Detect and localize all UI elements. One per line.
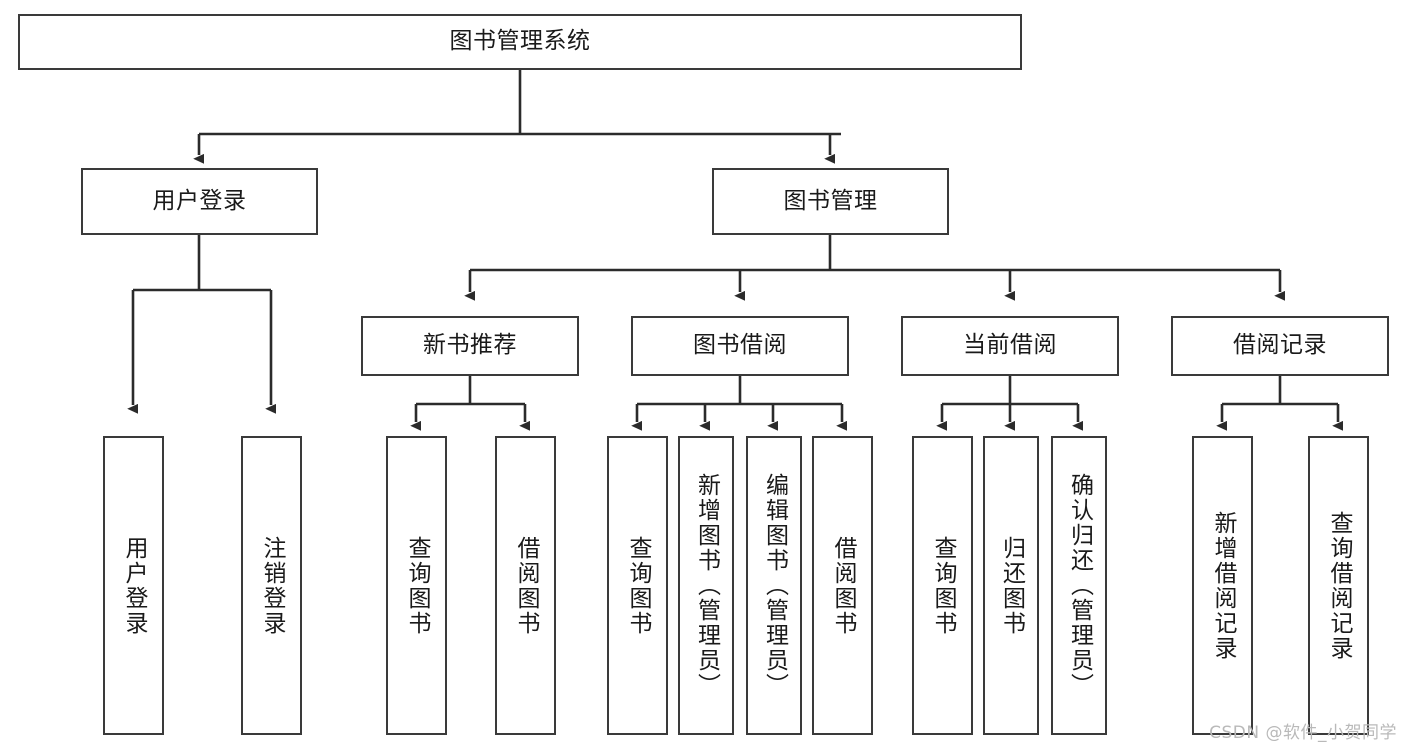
node-label: 借阅图书 bbox=[830, 535, 857, 636]
leaf-user-login-logout[interactable]: 注销登录 bbox=[241, 436, 302, 735]
node-label: 用户登录 bbox=[121, 535, 148, 636]
node-label: 图书管理 bbox=[783, 187, 878, 214]
leaf-book-borrow-query[interactable]: 查询图书 bbox=[607, 436, 668, 735]
node-label: 用户登录 bbox=[152, 187, 247, 214]
leaf-new-book-query[interactable]: 查询图书 bbox=[386, 436, 447, 735]
node-label: 查询图书 bbox=[930, 535, 957, 636]
leaf-current-borrow-return[interactable]: 归还图书 bbox=[983, 436, 1039, 735]
leaf-book-borrow-borrow[interactable]: 借阅图书 bbox=[812, 436, 873, 735]
node-label: 借阅图书 bbox=[513, 535, 540, 636]
node-root-book-management-system[interactable]: 图书管理系统 bbox=[18, 14, 1022, 70]
leaf-user-login-login[interactable]: 用户登录 bbox=[103, 436, 164, 735]
leaf-new-book-borrow[interactable]: 借阅图书 bbox=[495, 436, 556, 735]
leaf-borrow-record-add[interactable]: 新增借阅记录 bbox=[1192, 436, 1253, 735]
leaf-book-borrow-edit-admin[interactable]: 编辑图书（管理员） bbox=[746, 436, 802, 735]
node-book-borrow[interactable]: 图书借阅 bbox=[631, 316, 849, 376]
node-label: 查询图书 bbox=[404, 535, 431, 636]
node-label: 编辑图书（管理员） bbox=[761, 473, 788, 698]
node-label: 查询借阅记录 bbox=[1326, 510, 1353, 661]
leaf-borrow-record-query[interactable]: 查询借阅记录 bbox=[1308, 436, 1369, 735]
node-user-login[interactable]: 用户登录 bbox=[81, 168, 318, 235]
node-label: 新书推荐 bbox=[423, 332, 517, 359]
node-label: 借阅记录 bbox=[1233, 332, 1327, 359]
csdn-watermark: CSDN @软件_小贺同学 bbox=[1209, 723, 1397, 743]
node-borrow-record[interactable]: 借阅记录 bbox=[1171, 316, 1389, 376]
node-label: 图书借阅 bbox=[693, 332, 787, 359]
leaf-book-borrow-add-admin[interactable]: 新增图书（管理员） bbox=[678, 436, 734, 735]
node-new-book-recommend[interactable]: 新书推荐 bbox=[361, 316, 579, 376]
node-label: 当前借阅 bbox=[963, 332, 1057, 359]
node-label: 查询图书 bbox=[625, 535, 652, 636]
node-book-management[interactable]: 图书管理 bbox=[712, 168, 949, 235]
leaf-current-borrow-confirm-return-admin[interactable]: 确认归还（管理员） bbox=[1051, 436, 1107, 735]
node-label: 新增图书（管理员） bbox=[693, 473, 720, 698]
node-label: 确认归还（管理员） bbox=[1066, 473, 1093, 698]
node-label: 新增借阅记录 bbox=[1210, 510, 1237, 661]
node-label: 图书管理系统 bbox=[449, 28, 591, 55]
node-current-borrow[interactable]: 当前借阅 bbox=[901, 316, 1119, 376]
leaf-current-borrow-query[interactable]: 查询图书 bbox=[912, 436, 973, 735]
node-label: 注销登录 bbox=[259, 535, 286, 636]
node-label: 归还图书 bbox=[998, 535, 1025, 636]
